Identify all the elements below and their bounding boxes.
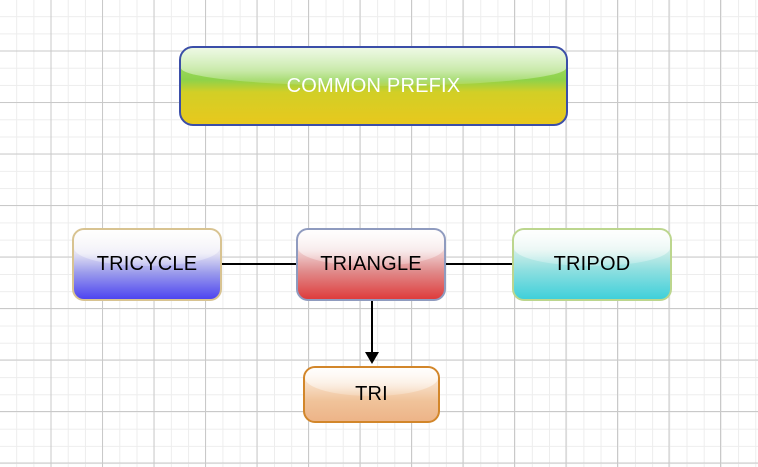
node-label: TRIPOD (553, 253, 631, 275)
connector-tricycle-triangle[interactable] (222, 263, 296, 265)
node-label: TRICYCLE (96, 253, 198, 275)
connector-triangle-tri[interactable] (371, 301, 373, 354)
node-tricycle[interactable]: TRICYCLE (72, 228, 222, 301)
node-tripod[interactable]: TRIPOD (512, 228, 672, 301)
node-label: TRI (355, 383, 388, 405)
node-label: TRIANGLE (320, 253, 422, 275)
node-triangle[interactable]: TRIANGLE (296, 228, 446, 301)
node-label: COMMON PREFIX (286, 74, 461, 97)
node-tri[interactable]: TRI (303, 366, 440, 423)
connector-triangle-tripod[interactable] (446, 263, 512, 265)
arrowhead-down-icon (365, 352, 379, 364)
node-common-prefix[interactable]: COMMON PREFIX (179, 46, 568, 126)
